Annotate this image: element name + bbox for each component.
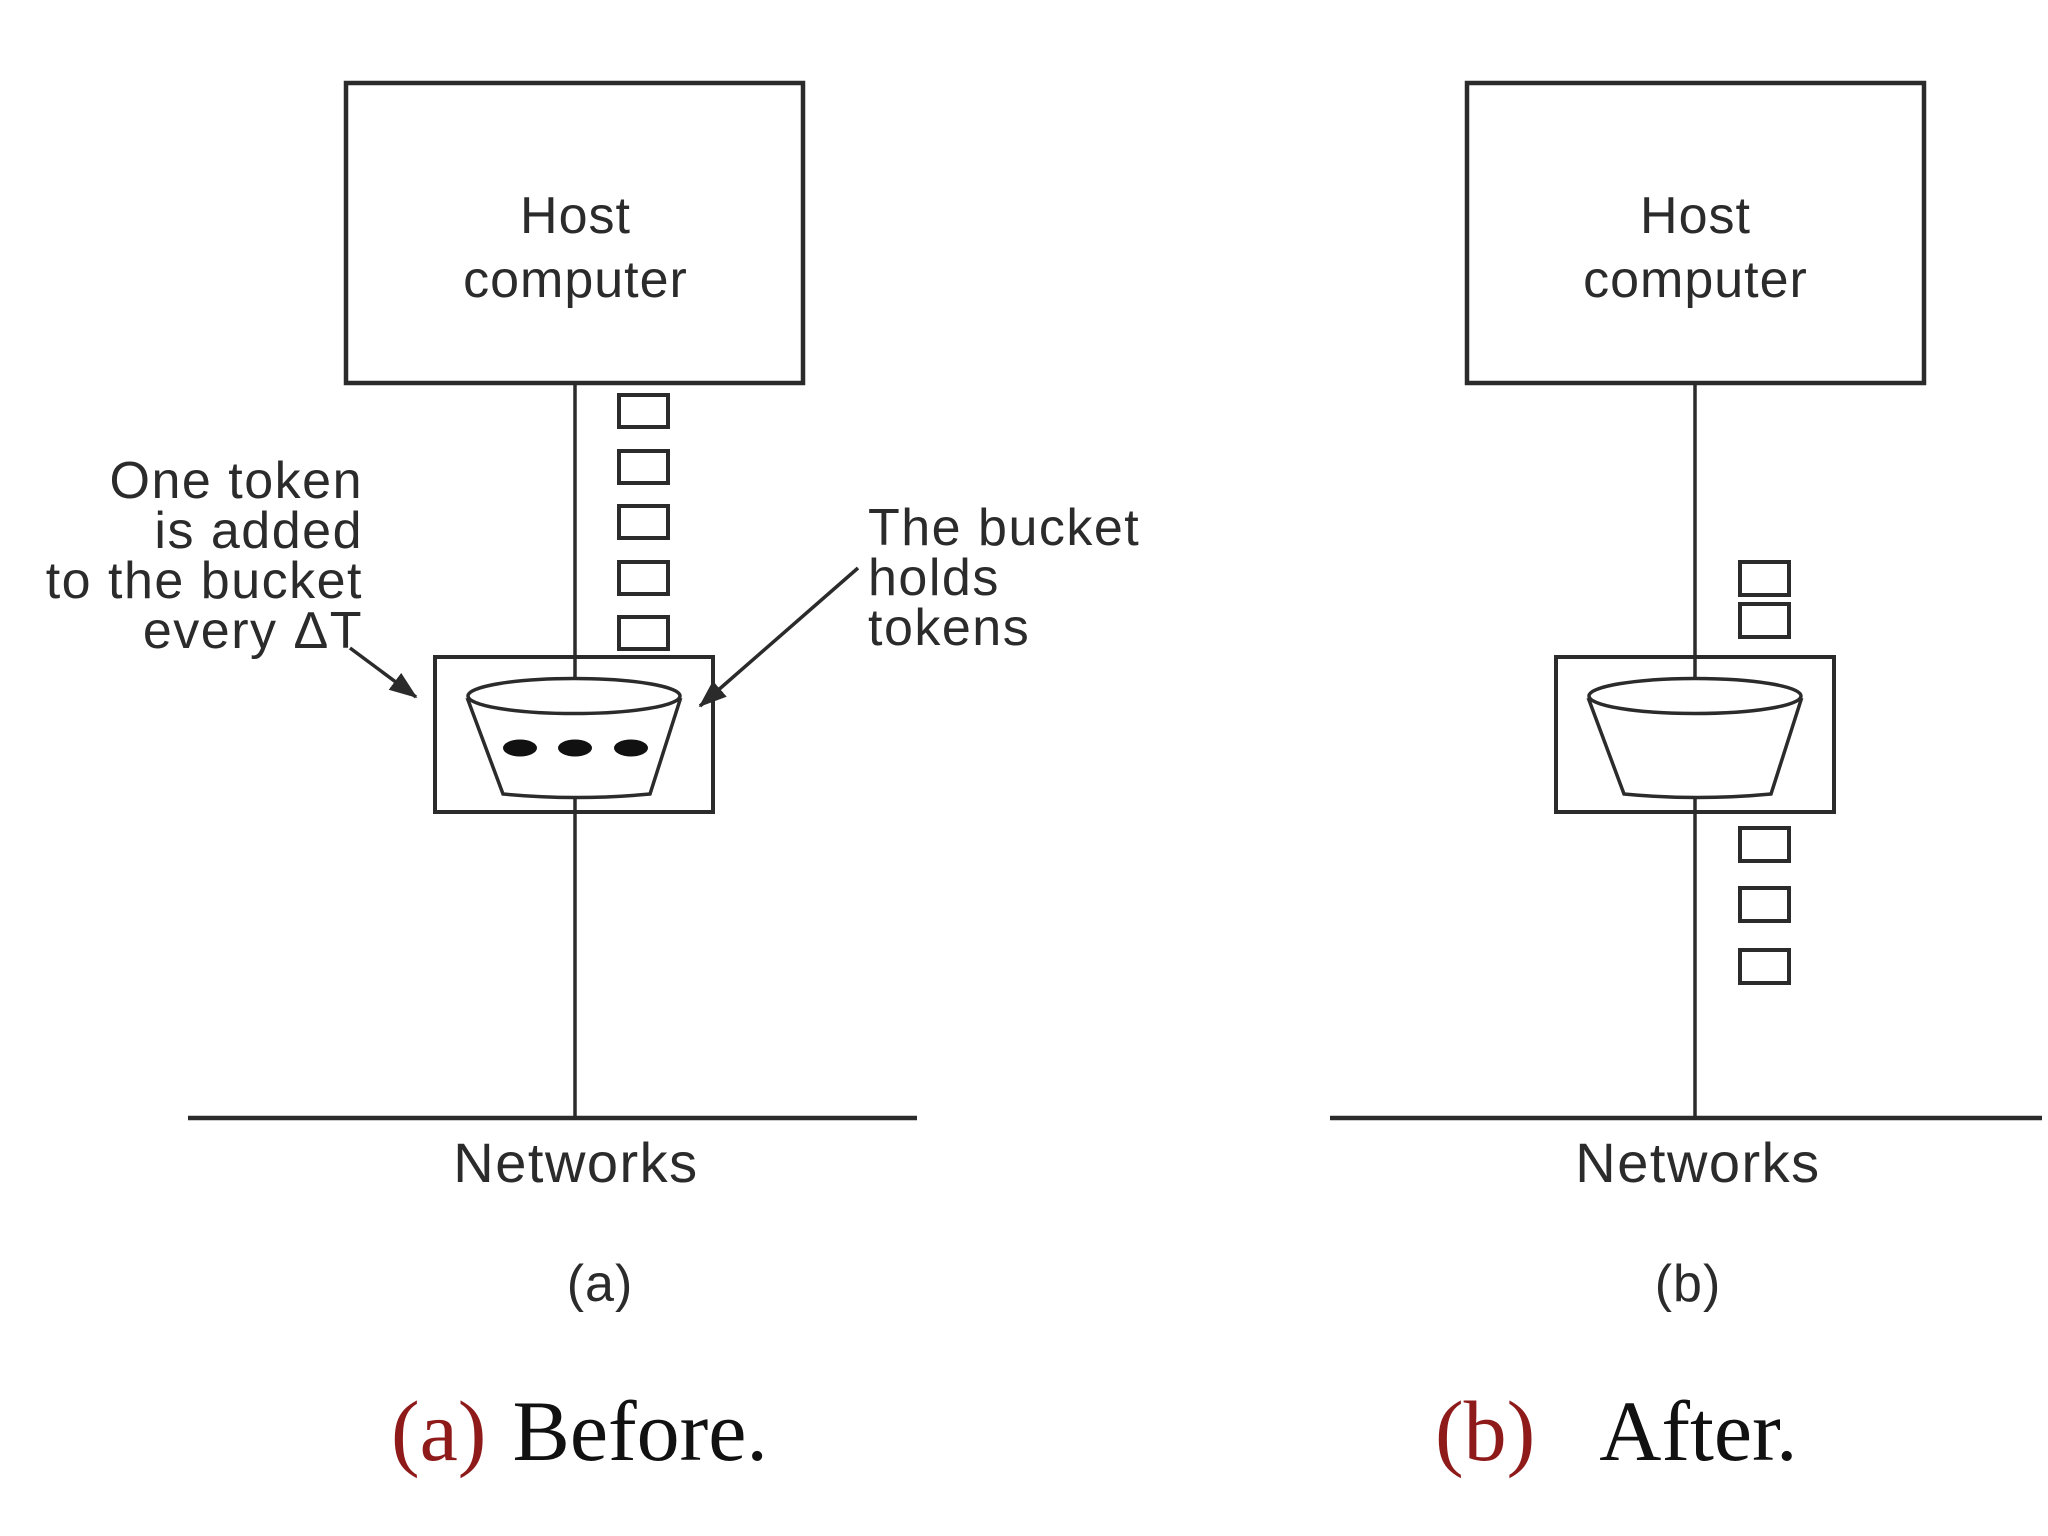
bucket-body-b — [1586, 698, 1804, 800]
token-dot — [503, 739, 537, 757]
caption-after: (b) After. — [1435, 1382, 1797, 1481]
diagram-a — [188, 80, 917, 1121]
caption-text-a: Before. — [512, 1383, 768, 1479]
token-square — [1738, 560, 1791, 597]
token-square — [617, 560, 670, 596]
arrow-right-annotation — [698, 566, 860, 708]
panel-label-b: (b) — [1654, 1255, 1722, 1313]
networks-label-b: Networks — [1575, 1131, 1821, 1194]
host-computer-box-b — [1464, 80, 1927, 386]
token-dot — [614, 739, 648, 757]
bucket-rim-b — [1587, 676, 1803, 716]
bucket-icon-a — [465, 676, 683, 800]
token-square — [617, 504, 670, 540]
caption-before: (a) Before. — [391, 1382, 768, 1481]
token-square — [1738, 602, 1791, 639]
host-computer-label-a: Host computer — [463, 187, 688, 309]
token-square — [1738, 948, 1791, 985]
token-square — [617, 393, 670, 429]
caption-tag-a: (a) — [391, 1383, 487, 1479]
diagram-b — [1330, 80, 2042, 1121]
bucket-icon-b — [1586, 676, 1804, 800]
caption-tag-b: (b) — [1435, 1383, 1536, 1479]
annotation-one-token-added: One token is added to the bucket every Δ… — [45, 452, 363, 660]
caption-text-b: After. — [1599, 1383, 1798, 1479]
networks-label-a: Networks — [453, 1131, 699, 1194]
token-queue-a — [617, 393, 670, 651]
token-square — [617, 615, 670, 651]
token-square — [617, 449, 670, 485]
token-dot — [558, 739, 592, 757]
tokens-below-bucket-b — [1738, 826, 1791, 985]
host-computer-label-b: Host computer — [1583, 187, 1808, 309]
panel-label-a: (a) — [566, 1255, 634, 1313]
tokens-above-bucket-b — [1738, 560, 1791, 639]
host-computer-box-a — [343, 80, 806, 386]
annotation-bucket-holds-tokens: The bucket holds tokens — [868, 499, 1141, 657]
bucket-rim-a — [466, 676, 682, 716]
bucket-token-dots-a — [503, 739, 648, 757]
token-square — [1738, 826, 1791, 863]
token-square — [1738, 886, 1791, 923]
arrow-left-annotation — [348, 646, 418, 699]
